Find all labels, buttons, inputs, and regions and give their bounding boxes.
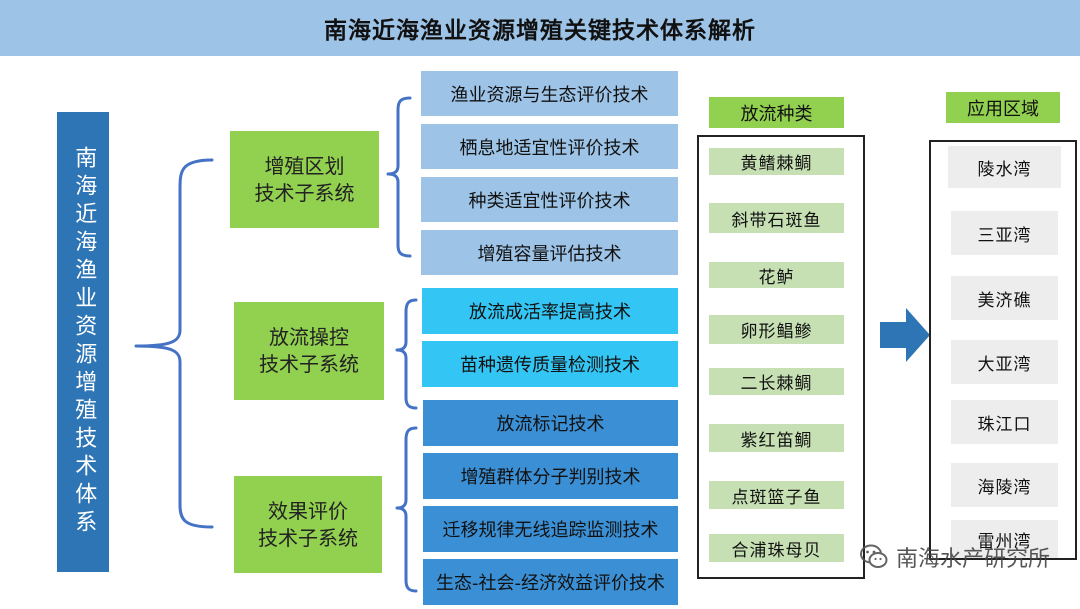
- species-item: 卵形鲳鲹: [709, 315, 844, 344]
- species-label: 二长棘鲷: [740, 374, 813, 394]
- species-label: 合浦珠母贝: [731, 540, 822, 561]
- tech-item: 渔业资源与生态评价技术: [421, 71, 678, 116]
- page-title: 南海近海渔业资源增殖关键技术体系解析: [324, 18, 756, 44]
- species-item: 点斑篮子鱼: [709, 481, 844, 509]
- area-label: 海陵湾: [977, 477, 1032, 498]
- area-label: 大亚湾: [977, 354, 1032, 375]
- area-label: 陵水湾: [977, 159, 1032, 180]
- root-label: 南海近海渔业资源增殖技术体系: [71, 146, 97, 538]
- species-item: 花鲈: [709, 262, 844, 288]
- area-item: 珠江口: [951, 400, 1058, 444]
- right-arrow-icon: [880, 308, 930, 362]
- tech-label: 栖息地适宜性评价技术: [459, 137, 640, 159]
- area-item: 雷州湾: [951, 520, 1058, 558]
- tech-label: 放流成活率提高技术: [469, 302, 631, 323]
- areas-header: 应用区域: [946, 92, 1060, 123]
- tech-item: 增殖群体分子判别技术: [423, 453, 678, 499]
- tech-label: 种类适宜性评价技术: [468, 190, 631, 212]
- species-label: 卵形鲳鲹: [740, 322, 813, 342]
- subsystem-zoning: 增殖区划 技术子系统: [230, 131, 379, 228]
- watermark: 南海水产研究所: [858, 541, 1050, 573]
- tech-item: 生态-社会-经济效益评价技术: [423, 559, 678, 605]
- subsystem-effect-evaluation: 效果评价 技术子系统: [234, 476, 382, 573]
- species-item: 二长棘鲷: [709, 368, 844, 395]
- bracket-subsystem-1: [386, 96, 412, 258]
- species-label: 斜带石斑鱼: [731, 210, 822, 231]
- species-header-label: 放流种类: [740, 103, 813, 125]
- tech-label: 苗种遗传质量检测技术: [460, 355, 640, 376]
- area-item: 美济礁: [951, 276, 1058, 320]
- wechat-icon: [859, 544, 888, 568]
- species-label: 花鲈: [758, 267, 795, 288]
- species-list-box: [697, 135, 865, 579]
- species-label: 黄鳍棘鲷: [740, 154, 813, 174]
- tech-item: 栖息地适宜性评价技术: [421, 124, 678, 169]
- area-label: 美济礁: [977, 290, 1032, 311]
- tech-item: 种类适宜性评价技术: [421, 177, 678, 222]
- bracket-subsystem-2: [395, 298, 418, 410]
- species-item: 紫红笛鲷: [709, 424, 844, 452]
- tech-label: 放流标记技术: [496, 414, 605, 435]
- subsystem-label: 增殖区划 技术子系统: [254, 153, 355, 205]
- area-item: 陵水湾: [948, 146, 1061, 188]
- species-label: 紫红笛鲷: [740, 430, 813, 451]
- area-item: 海陵湾: [951, 463, 1058, 507]
- species-item: 黄鳍棘鲷: [709, 148, 844, 175]
- subsystem-release-control: 放流操控 技术子系统: [234, 302, 384, 400]
- area-item: 三亚湾: [951, 211, 1058, 255]
- tech-item: 放流标记技术: [423, 400, 678, 446]
- species-item: 斜带石斑鱼: [709, 203, 844, 233]
- tech-label: 生态-社会-经济效益评价技术: [436, 573, 665, 594]
- area-label: 雷州湾: [977, 531, 1032, 552]
- tech-item: 增殖容量评估技术: [421, 230, 678, 275]
- root-system-box: 南海近海渔业资源增殖技术体系: [57, 112, 109, 572]
- title-banner: 南海近海渔业资源增殖关键技术体系解析: [0, 0, 1080, 56]
- subsystem-label: 效果评价 技术子系统: [258, 498, 358, 550]
- tech-label: 迁移规律无线追踪监测技术: [442, 520, 659, 541]
- tech-label: 增殖容量评估技术: [477, 243, 622, 265]
- areas-header-label: 应用区域: [967, 98, 1039, 120]
- tech-item: 放流成活率提高技术: [422, 288, 678, 334]
- species-header: 放流种类: [709, 97, 844, 128]
- tech-item: 苗种遗传质量检测技术: [422, 341, 678, 387]
- root-bracket: [134, 158, 214, 529]
- area-label: 三亚湾: [977, 225, 1032, 246]
- species-label: 点斑篮子鱼: [731, 487, 822, 508]
- tech-item: 迁移规律无线追踪监测技术: [423, 506, 678, 552]
- area-label: 珠江口: [977, 414, 1032, 435]
- bracket-subsystem-3: [395, 426, 418, 593]
- subsystem-label: 放流操控 技术子系统: [259, 325, 359, 376]
- watermark-text: 南海水产研究所: [895, 547, 1050, 572]
- species-item: 合浦珠母贝: [709, 534, 844, 562]
- tech-label: 渔业资源与生态评价技术: [450, 84, 649, 106]
- area-item: 大亚湾: [951, 340, 1058, 384]
- tech-label: 增殖群体分子判别技术: [460, 467, 641, 488]
